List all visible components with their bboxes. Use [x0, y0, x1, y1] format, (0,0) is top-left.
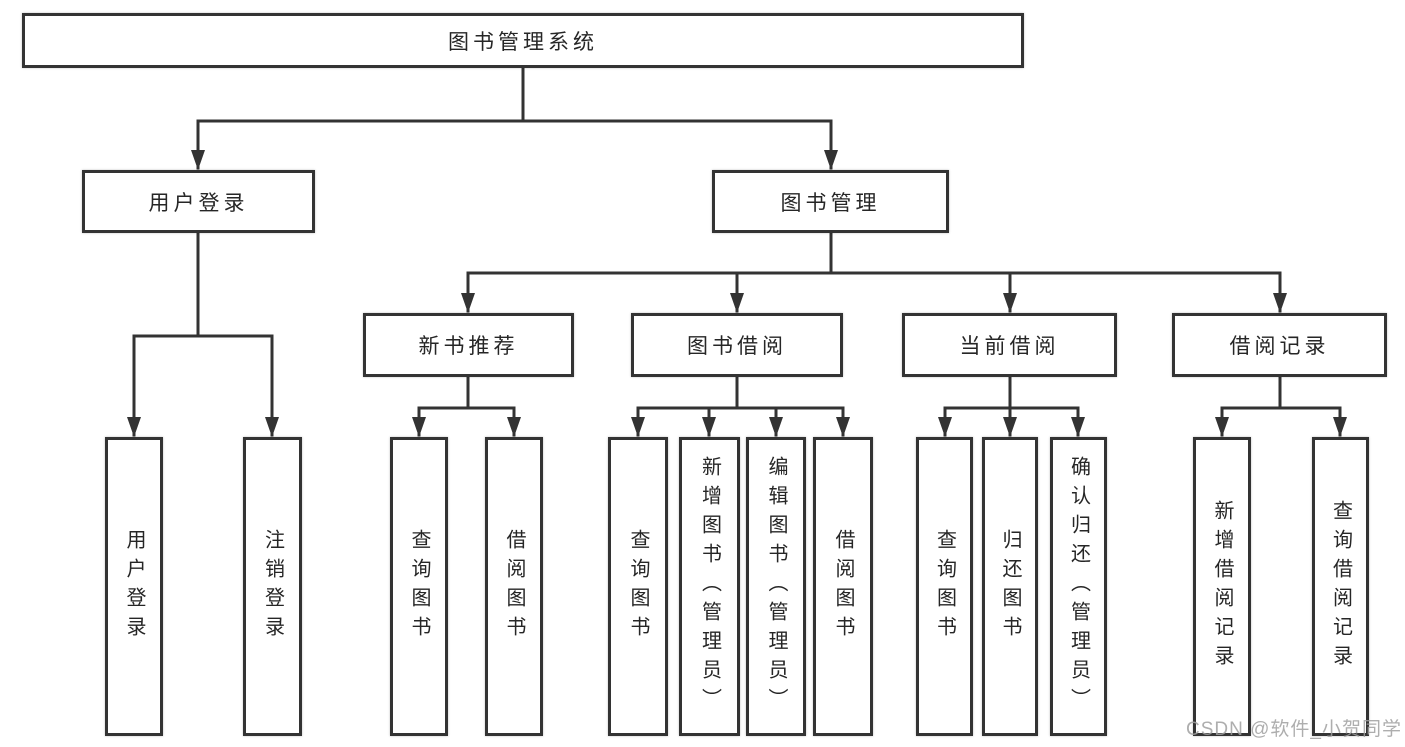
- leaf-borrow-books: 借阅图书: [813, 437, 873, 736]
- leaf-borrow-books-recommend: 借阅图书: [485, 437, 543, 736]
- leaf-query-books-borrow: 查询图书: [608, 437, 668, 736]
- node-book-management: 图书管理: [712, 170, 949, 233]
- watermark: CSDN @软件_小贺同学: [1186, 719, 1402, 740]
- leaf-query-borrow-record: 查询借阅记录: [1312, 437, 1369, 736]
- leaf-logout: 注销登录: [243, 437, 302, 736]
- node-borrowing-records: 借阅记录: [1172, 313, 1387, 377]
- node-current-borrowing: 当前借阅: [902, 313, 1117, 377]
- leaf-confirm-return-admin: 确认归还（管理员）: [1050, 437, 1107, 736]
- leaf-add-borrow-record: 新增借阅记录: [1193, 437, 1251, 736]
- leaf-query-books-recommend: 查询图书: [390, 437, 448, 736]
- leaf-return-books: 归还图书: [982, 437, 1038, 736]
- node-book-borrowing: 图书借阅: [631, 313, 843, 377]
- node-library-management-system: 图书管理系统: [22, 13, 1024, 68]
- node-user-login: 用户登录: [82, 170, 315, 233]
- node-new-book-recommendation: 新书推荐: [363, 313, 574, 377]
- leaf-edit-books-admin: 编辑图书（管理员）: [746, 437, 806, 736]
- leaf-query-books-current: 查询图书: [916, 437, 973, 736]
- leaf-user-login: 用户登录: [105, 437, 163, 736]
- leaf-add-books-admin: 新增图书（管理员）: [679, 437, 740, 736]
